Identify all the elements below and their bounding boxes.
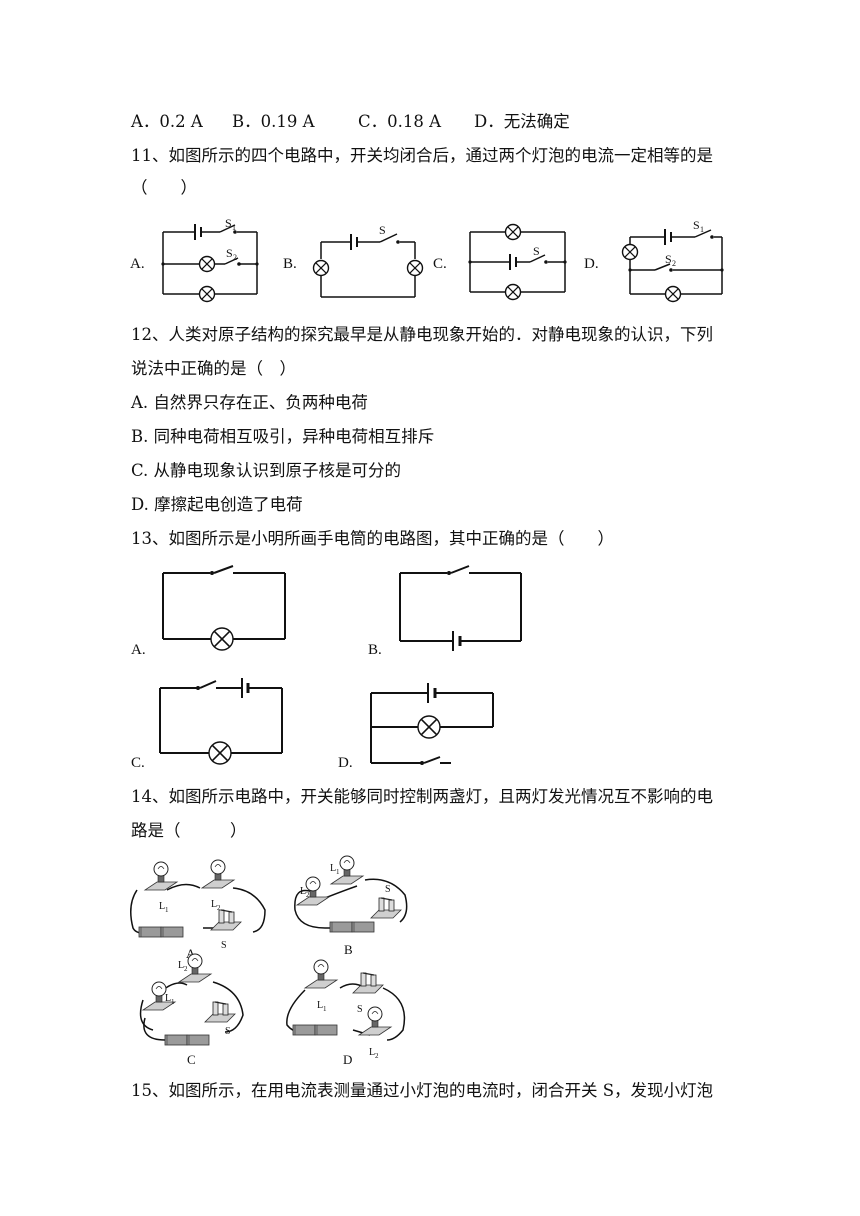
svg-text:1: 1	[165, 906, 169, 914]
q12-stem-line1: 12、人类对原子结构的探究最早是从静电现象开始的．对静电现象的认识，下列	[131, 325, 713, 344]
q14-photos: L 1 L 2 S A L 1 L 2 S B L 2 L 1 S	[130, 855, 408, 1067]
q11-label-a: A.	[130, 256, 145, 272]
svg-text:S: S	[533, 244, 540, 258]
q14-stem-line2: 路是（ ）	[131, 821, 247, 840]
q11-circuit-a: S 1 S 2	[161, 216, 259, 303]
q14-photo-d: L 1 S L 2 D	[286, 959, 406, 1067]
q10-option-b: B．0.19 A	[232, 112, 315, 131]
q13-circuits: A. B. C. D.	[131, 565, 522, 771]
svg-text:1: 1	[700, 225, 704, 234]
svg-text:S: S	[225, 1026, 231, 1037]
svg-text:S: S	[226, 246, 233, 260]
q14-caption-b: B	[344, 942, 353, 957]
q12-stem-line2: 说法中正确的是（ ）	[131, 359, 296, 378]
q10-option-d: D．无法确定	[474, 112, 570, 131]
q11-circuit-b: S	[312, 223, 424, 298]
q13-circuit-b	[399, 565, 522, 651]
svg-text:S: S	[385, 884, 391, 895]
q13-circuit-c	[159, 678, 283, 765]
svg-text:L: L	[211, 899, 217, 910]
svg-text:2: 2	[184, 965, 188, 973]
q10-option-a: A．0.2 A	[131, 112, 203, 131]
q14-caption-d: D	[343, 1052, 352, 1067]
q14-caption-c: C	[187, 1052, 196, 1067]
q11-label-d: D.	[584, 256, 599, 272]
q11-label-c: C.	[433, 256, 447, 272]
q13-label-d: D.	[338, 755, 353, 771]
svg-text:L: L	[178, 960, 184, 971]
svg-text:L: L	[317, 1000, 323, 1011]
svg-text:2: 2	[233, 253, 237, 262]
q11-circuit-d: S 1 S 2	[621, 218, 724, 303]
svg-text:L: L	[159, 901, 165, 912]
q14-photo-a: L 1 L 2 S A	[130, 859, 266, 961]
q13-stem: 13、如图所示是小明所画手电筒的电路图，其中正确的是（ ）	[131, 529, 614, 548]
q11-stem: 11、如图所示的四个电路中，开关均闭合后，通过两个灯泡的电流一定相等的是	[131, 146, 713, 165]
q10-option-c: C．0.18 A	[358, 112, 442, 131]
q13-label-c: C.	[131, 755, 145, 771]
svg-text:1: 1	[323, 1005, 327, 1013]
q11-paren: （ ）	[131, 178, 197, 197]
svg-text:S: S	[225, 216, 232, 230]
q11-label-b: B.	[283, 256, 297, 272]
q13-label-b: B.	[368, 642, 382, 658]
svg-text:L: L	[300, 886, 306, 897]
q12-option-a: A. 自然界只存在正、负两种电荷	[131, 393, 368, 412]
q14-stem-line1: 14、如图所示电路中，开关能够同时控制两盏灯，且两灯发光情况互不影响的电	[131, 787, 713, 806]
q12-option-d: D. 摩擦起电创造了电荷	[131, 495, 303, 514]
q14-photo-c: L 2 L 1 S C	[139, 953, 244, 1067]
svg-text:2: 2	[672, 259, 676, 268]
q14-caption-a: A	[186, 946, 196, 961]
q15-stem: 15、如图所示，在用电流表测量通过小灯泡的电流时，闭合开关 S，发现小灯泡	[131, 1081, 714, 1100]
svg-text:2: 2	[306, 891, 310, 899]
svg-text:1: 1	[232, 223, 236, 232]
svg-text:L: L	[330, 863, 336, 874]
q13-circuit-d	[370, 683, 494, 765]
q12-option-b: B. 同种电荷相互吸引，异种电荷相互排斥	[131, 427, 435, 446]
svg-text:1: 1	[336, 868, 340, 876]
svg-text:S: S	[357, 1004, 363, 1015]
svg-text:2: 2	[375, 1052, 379, 1060]
svg-text:L: L	[369, 1047, 375, 1058]
svg-text:S: S	[379, 223, 386, 237]
svg-text:S: S	[693, 218, 700, 232]
q14-photo-b: L 1 L 2 S B	[294, 855, 408, 957]
svg-text:S: S	[221, 940, 227, 951]
svg-text:L: L	[165, 993, 171, 1004]
svg-text:S: S	[665, 252, 672, 266]
q13-circuit-a	[162, 565, 286, 651]
q11-circuit-c: S	[468, 223, 567, 301]
svg-text:2: 2	[217, 904, 221, 912]
q13-label-a: A.	[131, 642, 146, 658]
svg-text:1: 1	[171, 998, 175, 1006]
q11-circuits: A. S 1 S 2 B.	[130, 216, 724, 303]
q12-option-c: C. 从静电现象认识到原子核是可分的	[131, 461, 402, 480]
